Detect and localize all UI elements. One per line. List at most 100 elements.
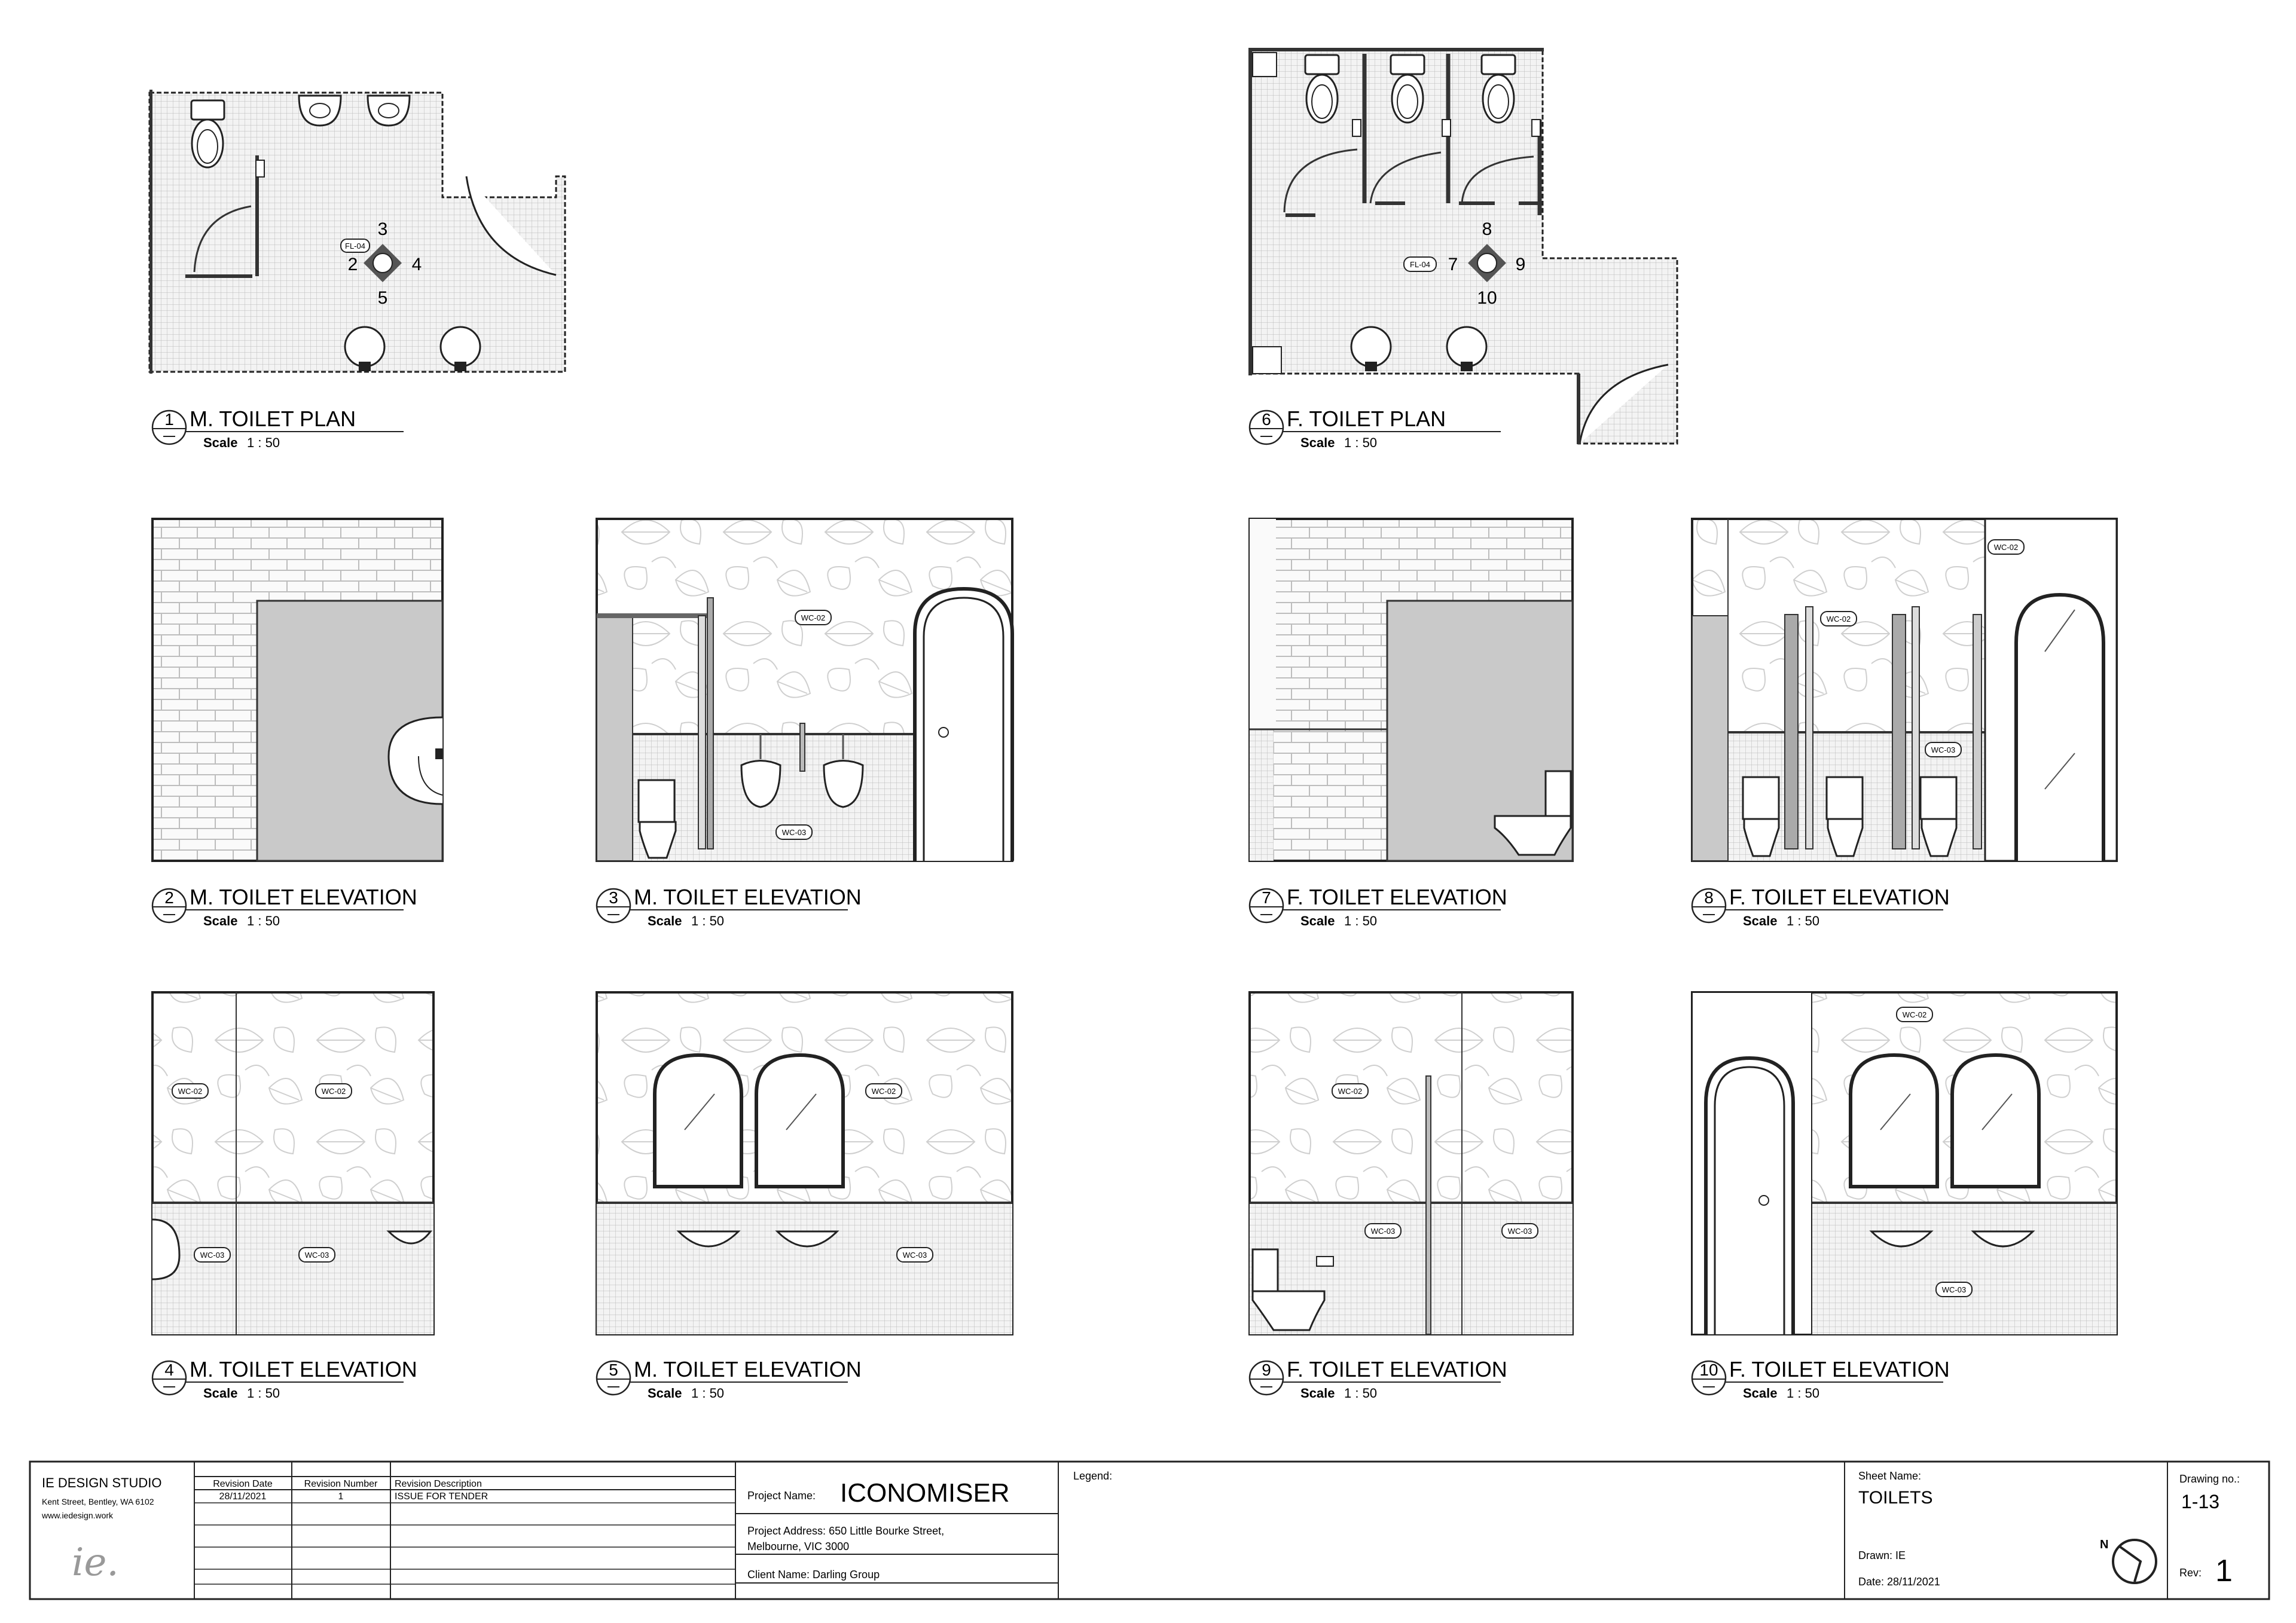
legend-label: Legend: xyxy=(1073,1470,1112,1482)
scale-value: 1 : 50 xyxy=(1787,913,1819,928)
finish-tag: WC-03 xyxy=(1501,1223,1538,1239)
svg-text:WC-02: WC-02 xyxy=(1994,543,2018,552)
rev-header-date: Revision Date xyxy=(213,1479,273,1489)
drawing-number: 9 xyxy=(1262,1361,1271,1379)
drawing-titles: 1 M. TOILET PLAN Scale 1 : 50 6 F. TOILET PLA… xyxy=(151,406,1950,1401)
finish-tag: WC-03 xyxy=(298,1247,335,1263)
wc-icon xyxy=(190,99,225,169)
finish-tag: WC-03 xyxy=(896,1247,933,1263)
svg-text:WC-03: WC-03 xyxy=(1931,745,1955,754)
finish-tag: WC-03 xyxy=(775,824,813,840)
wc-icon xyxy=(1251,1248,1326,1331)
scale-label: Scale xyxy=(1300,1386,1335,1401)
finish-tag: WC-02 xyxy=(795,610,832,625)
svg-text:WC-02: WC-02 xyxy=(801,613,825,622)
drawing-number: 2 xyxy=(164,888,174,907)
urinal-icon xyxy=(298,94,342,127)
elevation-marker: FL-04 3 2 4 5 xyxy=(340,219,422,308)
scale-label: Scale xyxy=(203,913,238,928)
scale-label: Scale xyxy=(648,913,682,928)
drawing-title: M. TOILET ELEVATION xyxy=(634,885,862,909)
studio-web: www.iedesign.work xyxy=(41,1511,114,1520)
elevation-7 xyxy=(1248,518,1574,862)
drawing-number: 3 xyxy=(609,888,618,907)
finish-tag: WC-03 xyxy=(1935,1282,1973,1297)
scale-value: 1 : 50 xyxy=(1344,435,1377,450)
drawing-title-6: 6 F. TOILET PLAN Scale 1 : 50 xyxy=(1248,406,1501,450)
wc-icon xyxy=(1390,54,1425,124)
urinal-icon xyxy=(740,734,781,808)
rev-label: Rev: xyxy=(2179,1567,2202,1579)
drawing-title: F. TOILET ELEVATION xyxy=(1729,1357,1950,1381)
svg-text:WC-02: WC-02 xyxy=(1338,1087,1362,1096)
svg-text:WC-03: WC-03 xyxy=(305,1251,329,1260)
elevation-4: WC-02 WC-02 WC-03 WC-03 xyxy=(151,991,435,1335)
marker-right: 4 xyxy=(412,255,422,274)
plan-m-toilet: FL-04 3 2 4 5 xyxy=(148,90,566,374)
studio-logo: ie. xyxy=(72,1541,119,1585)
wc-icon xyxy=(1742,776,1780,857)
drawing-number: 6 xyxy=(1262,410,1271,429)
marker-left: 2 xyxy=(348,255,358,274)
floor-tag: FL-04 xyxy=(1410,260,1430,269)
finish-tag: WC-02 xyxy=(865,1083,902,1099)
rev-date: 28/11/2021 xyxy=(219,1491,267,1502)
svg-text:WC-02: WC-02 xyxy=(872,1087,896,1096)
scale-label: Scale xyxy=(648,1386,682,1401)
basin-icon xyxy=(439,326,481,371)
scale-value: 1 : 50 xyxy=(1787,1386,1819,1401)
elevation-9: WC-02 WC-03 WC-03 xyxy=(1248,991,1574,1335)
scale-value: 1 : 50 xyxy=(247,1386,280,1401)
marker-bottom: 5 xyxy=(378,288,388,308)
studio-address: Kent Street, Bentley, WA 6102 xyxy=(42,1497,154,1506)
drawing-number: 1 xyxy=(164,410,174,429)
drawing-number: 5 xyxy=(609,1361,618,1379)
drawing-number: 4 xyxy=(164,1361,174,1379)
finish-tag: WC-02 xyxy=(1820,611,1857,626)
wc-icon xyxy=(1480,54,1516,124)
client-name: Client Name: Darling Group xyxy=(747,1569,880,1581)
svg-text:WC-02: WC-02 xyxy=(178,1087,202,1096)
rev-value: 1 xyxy=(2215,1554,2233,1588)
scale-value: 1 : 50 xyxy=(247,435,280,450)
scale-label: Scale xyxy=(203,435,238,450)
drawing-title: M. TOILET PLAN xyxy=(190,406,356,431)
svg-text:WC-03: WC-03 xyxy=(903,1251,927,1260)
drawing-number: 10 xyxy=(1699,1361,1718,1379)
drawing-title: F. TOILET ELEVATION xyxy=(1287,885,1507,909)
drawing-number: 7 xyxy=(1262,888,1271,907)
drawing-title: F. TOILET ELEVATION xyxy=(1729,885,1950,909)
finish-tag: WC-02 xyxy=(172,1083,209,1099)
wc-icon xyxy=(1919,776,1958,857)
finish-tag: WC-03 xyxy=(1925,742,1962,757)
plan-f-toilet: FL-04 8 7 9 10 xyxy=(1248,48,1678,445)
finish-tag: WC-02 xyxy=(1896,1007,1933,1022)
sheet-date: Date: 28/11/2021 xyxy=(1858,1576,1940,1588)
finish-tag: WC-03 xyxy=(194,1247,231,1263)
scale-label: Scale xyxy=(1743,913,1778,928)
scale-value: 1 : 50 xyxy=(1344,1386,1377,1401)
finish-tag: WC-02 xyxy=(1987,539,2025,555)
drawing-title: F. TOILET PLAN xyxy=(1287,406,1446,431)
wc-icon xyxy=(637,779,677,859)
svg-text:WC-03: WC-03 xyxy=(200,1251,224,1260)
elevation-5: WC-02 WC-03 xyxy=(596,991,1013,1335)
svg-text:WC-03: WC-03 xyxy=(782,828,806,837)
project-name: ICONOMISER xyxy=(840,1478,1010,1508)
rev-number: 1 xyxy=(338,1491,344,1502)
svg-text:WC-03: WC-03 xyxy=(1942,1285,1966,1294)
scale-value: 1 : 50 xyxy=(1344,913,1377,928)
elevation-3: WC-02 WC-03 xyxy=(596,518,1014,862)
drawing-no: 1-13 xyxy=(2181,1491,2219,1512)
rev-header-number: Revision Number xyxy=(304,1479,378,1489)
svg-text:WC-02: WC-02 xyxy=(1827,615,1851,623)
scale-label: Scale xyxy=(1300,435,1335,450)
svg-text:WC-02: WC-02 xyxy=(322,1087,346,1096)
elevation-2 xyxy=(151,518,444,862)
svg-text:WC-03: WC-03 xyxy=(1371,1227,1395,1236)
